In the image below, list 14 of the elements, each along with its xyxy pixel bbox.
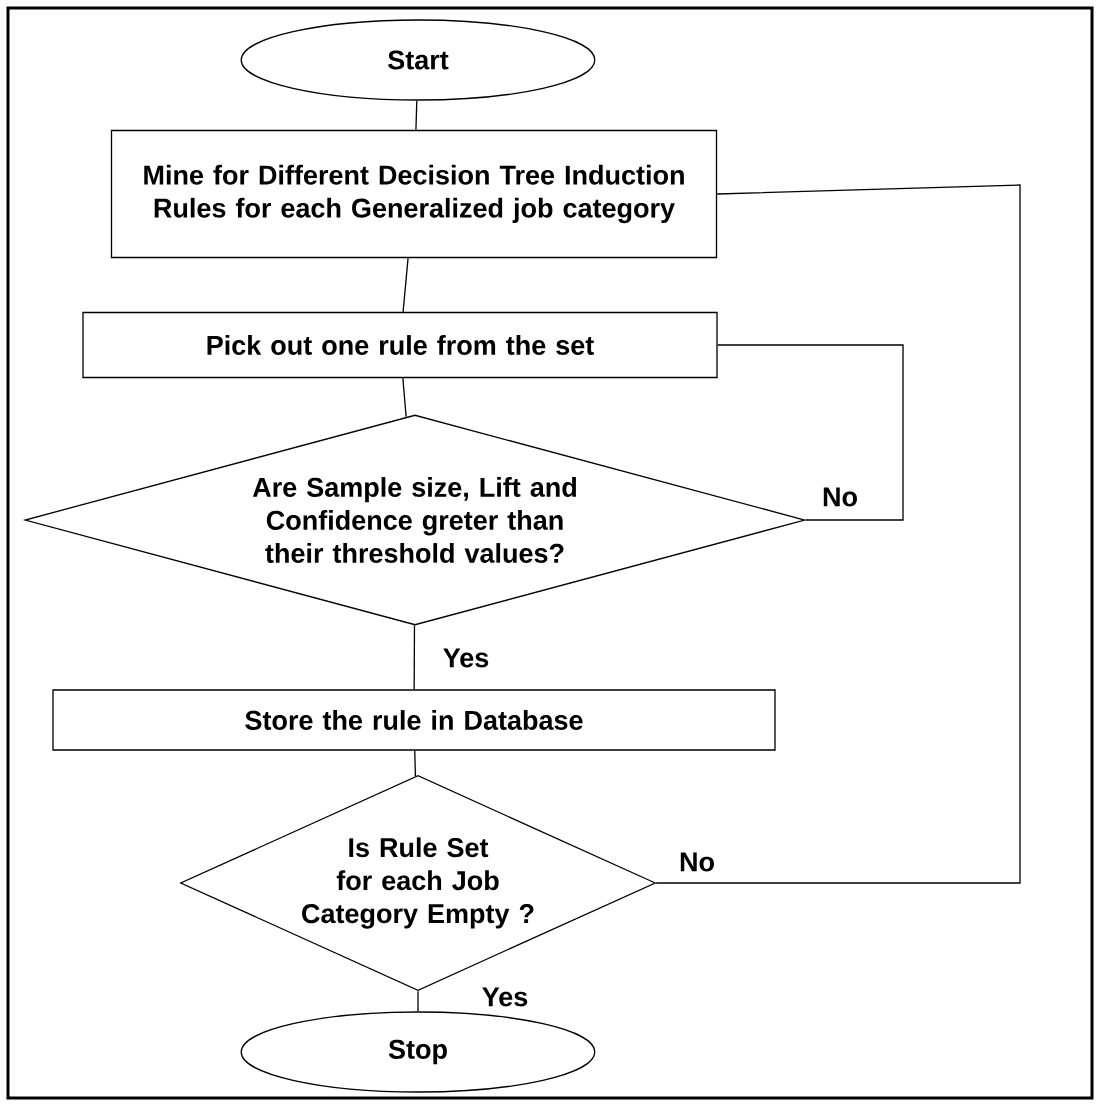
connector <box>413 624 416 690</box>
connector <box>655 184 1021 884</box>
connector <box>417 990 419 1012</box>
process-box: Store the rule in Database <box>52 689 776 751</box>
connector <box>717 344 904 521</box>
edge-label: Yes <box>441 647 491 669</box>
process-box: Pick out one rule from the set <box>82 311 718 379</box>
connector <box>402 257 409 313</box>
connector <box>414 750 417 777</box>
process-box: Mine for Different Decision Tree Induction Rules for each Generalized job category <box>110 129 718 259</box>
edge-label: No <box>821 486 859 508</box>
connector <box>402 377 407 418</box>
edge-label: No <box>678 851 716 873</box>
connector <box>415 100 418 131</box>
